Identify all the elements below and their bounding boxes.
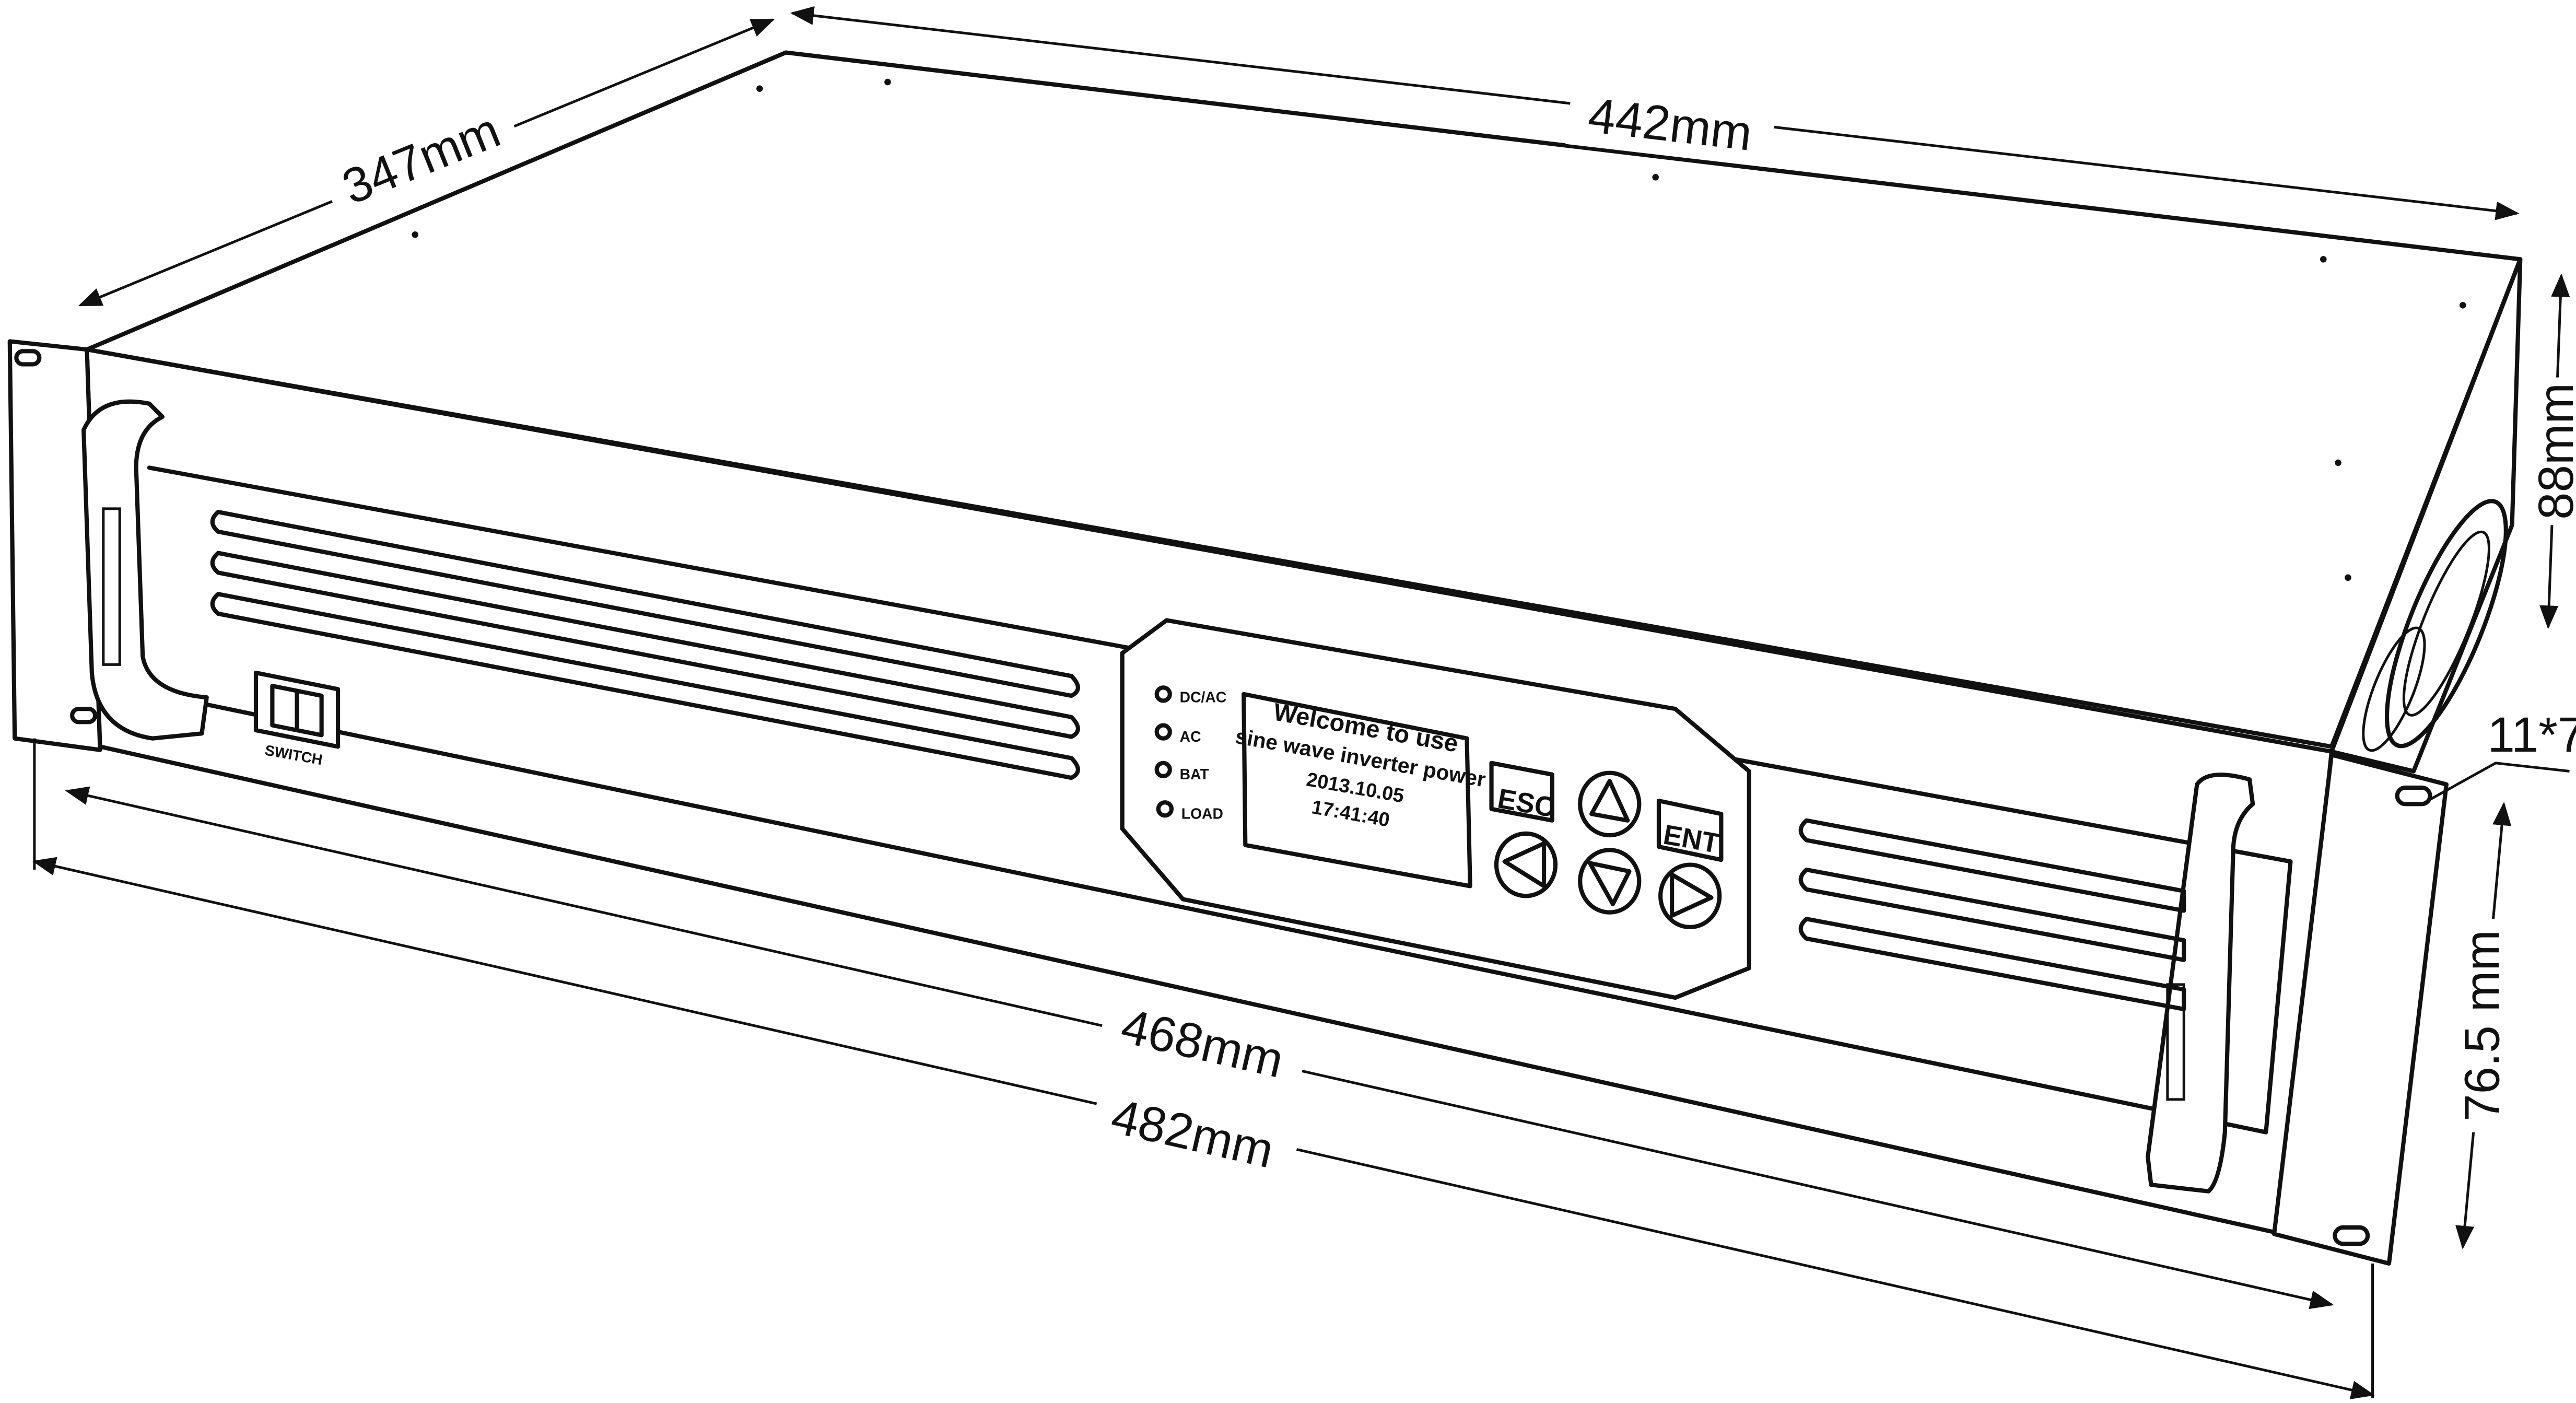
led-icon: [1154, 723, 1172, 741]
fan-icon: [2362, 499, 2508, 752]
down-button[interactable]: [1578, 848, 1642, 915]
left-rack-ear: [7, 339, 102, 752]
left-handle: [81, 399, 209, 741]
power-switch[interactable]: [253, 670, 341, 749]
handle-slot: [102, 507, 121, 666]
led-icon: [1154, 761, 1172, 779]
led-label-dc-ac: DC/AC: [1180, 689, 1227, 706]
ear-slot: [14, 349, 42, 367]
led-icon: [1154, 685, 1172, 703]
hole-spacing-label: 76.5 mm: [2454, 930, 2509, 1121]
ear-slot: [2395, 785, 2432, 806]
up-button[interactable]: [1578, 770, 1642, 838]
led-label-load: LOAD: [1181, 805, 1223, 822]
side-face: [2329, 257, 2523, 774]
led-label-bat: BAT: [1180, 766, 1209, 782]
left-button[interactable]: [1494, 831, 1558, 898]
vent-slots-left: [210, 510, 1080, 780]
led-label-ac: AC: [1180, 728, 1201, 745]
ear-slot: [70, 707, 98, 724]
height-label: 88mm: [2528, 383, 2576, 520]
esc-button[interactable]: ESC: [1489, 761, 1558, 824]
slot-size-label: 11*7: [2487, 707, 2576, 762]
right-button[interactable]: [1658, 862, 1722, 930]
